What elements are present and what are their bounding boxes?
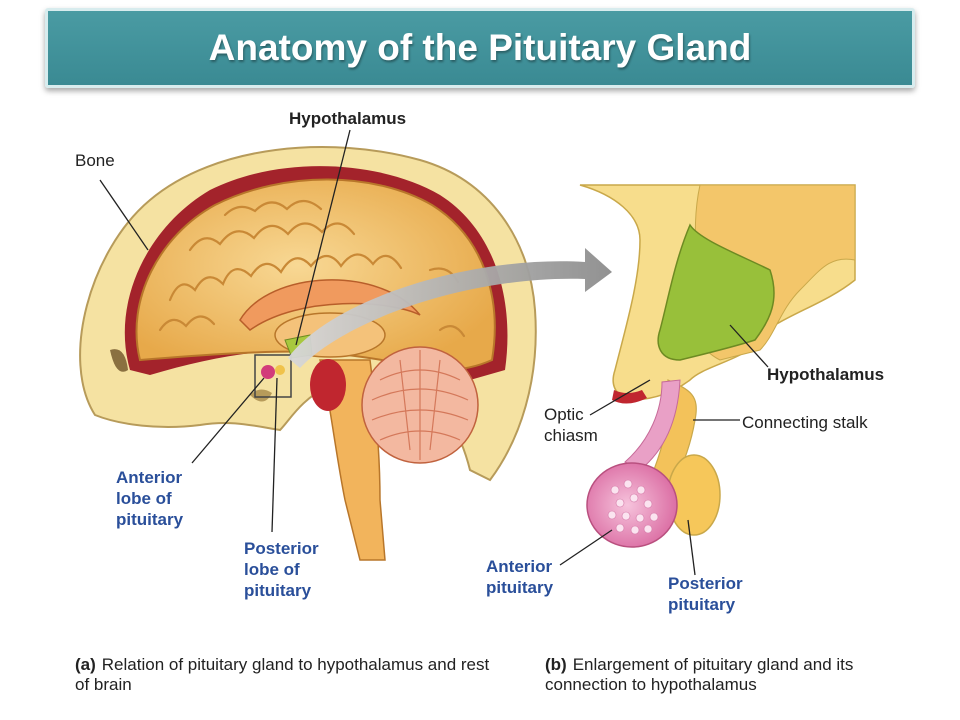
pituitary-gland-a bbox=[261, 365, 275, 379]
zoom-box bbox=[254, 354, 292, 398]
enlarged-pituitary-view bbox=[579, 184, 856, 548]
label-optic-chiasm: Optic chiasm bbox=[544, 405, 598, 445]
label-anterior-pituitary: Anterior pituitary bbox=[486, 557, 554, 597]
enlargement-arrow bbox=[288, 248, 612, 368]
caption-a-tag: (a) bbox=[75, 655, 96, 674]
cerebellum bbox=[361, 346, 479, 464]
leader-lines-a bbox=[99, 129, 351, 533]
caption-a-text: Relation of pituitary gland to hypothala… bbox=[75, 655, 490, 694]
label-hypothalamus-b: Hypothalamus bbox=[767, 365, 885, 384]
caption-b-tag: (b) bbox=[545, 655, 567, 674]
caption-b-text: Enlargement of pituitary gland and its c… bbox=[545, 655, 854, 694]
corpus-callosum bbox=[239, 279, 421, 331]
hypothalamus-region-b bbox=[657, 223, 775, 361]
label-bone: Bone bbox=[75, 151, 115, 170]
label-connecting-stalk: Connecting stalk bbox=[742, 413, 868, 432]
label-anterior-lobe: Anterior lobe of pituitary bbox=[116, 468, 184, 529]
caption-a: (a)Relation of pituitary gland to hypoth… bbox=[75, 655, 495, 695]
label-posterior-lobe: Posterior lobe of pituitary bbox=[244, 539, 319, 600]
anterior-pituitary-shape bbox=[586, 462, 678, 548]
slide-title: Anatomy of the Pituitary Gland bbox=[208, 27, 752, 68]
label-hypothalamus-a: Hypothalamus bbox=[289, 109, 407, 128]
leader-lines-b bbox=[559, 324, 769, 576]
caption-b: (b)Enlargement of pituitary gland and it… bbox=[545, 655, 925, 695]
label-posterior-pituitary: Posterior pituitary bbox=[668, 574, 743, 614]
title-banner: Anatomy of the Pituitary Gland bbox=[45, 8, 915, 88]
